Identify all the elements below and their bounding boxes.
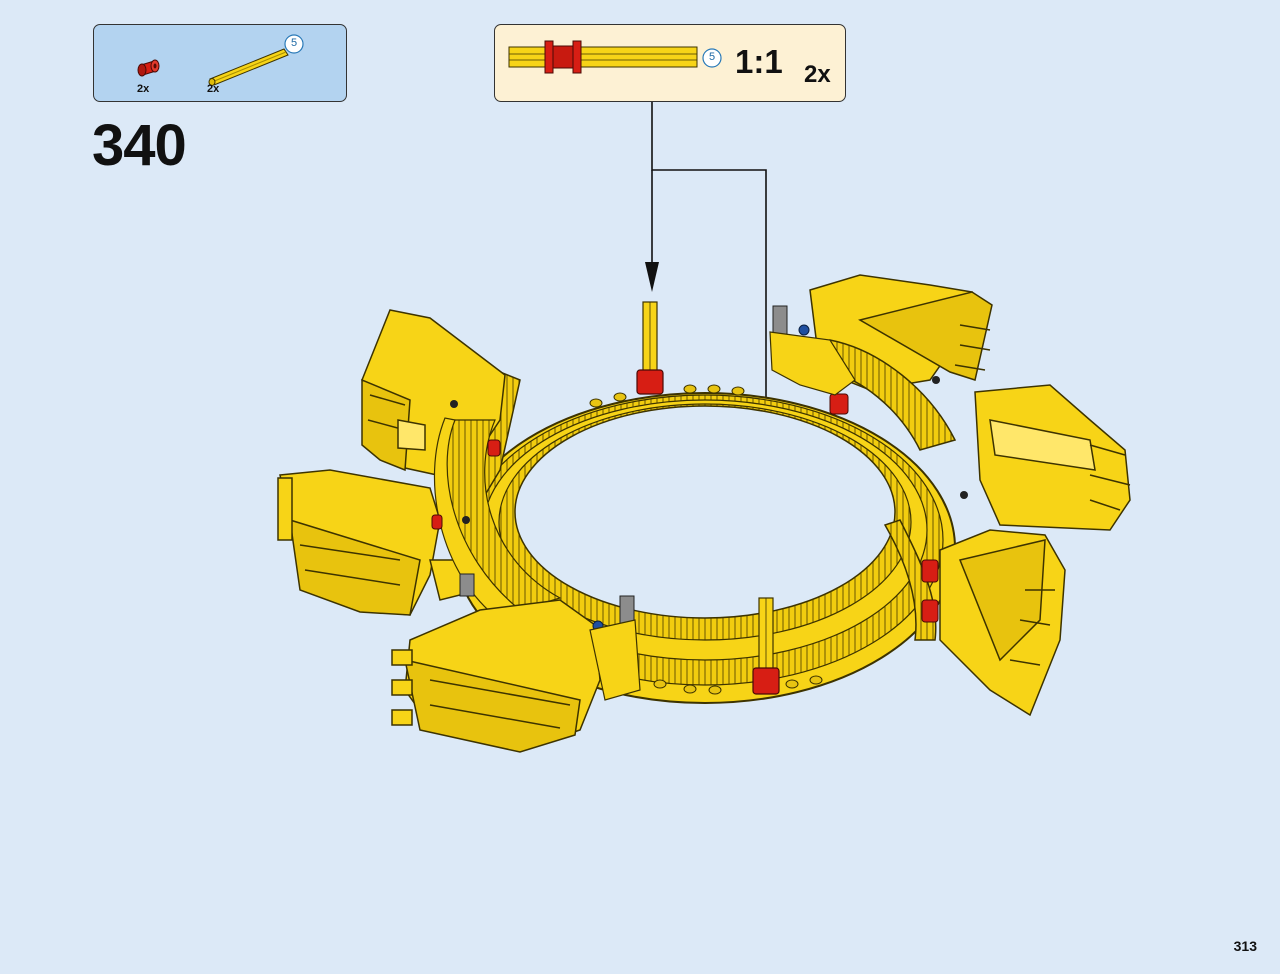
axle-left-inserted: [636, 301, 664, 395]
axle-with-bush-icon: [508, 40, 722, 74]
submodel-callout: 5 1:1 2x: [494, 24, 846, 102]
parts-list-callout: 2x 5 2x: [93, 24, 347, 102]
bucket-upper-right: [809, 274, 993, 451]
red-bush-quantity: 2x: [137, 83, 150, 95]
axle-5-icon: [208, 48, 289, 86]
scale-label: 1:1: [735, 43, 783, 80]
red-connectors: [431, 393, 939, 623]
bucket-front-left: [391, 599, 601, 753]
axle-length-label: 5: [290, 37, 298, 49]
black-pins: [450, 376, 968, 524]
axle-5-quantity: 2x: [207, 83, 220, 95]
connector-beams: [589, 331, 856, 701]
insertion-arrows: [651, 102, 767, 565]
axle-length-circle-icon: [284, 34, 304, 54]
submodel-axle-length: 5: [708, 51, 716, 63]
bucket-lower-left: [277, 469, 481, 616]
page-number: 313: [1233, 938, 1257, 954]
red-bush-icon: [137, 59, 160, 77]
multiplier-label: 2x: [804, 61, 831, 88]
bucket-mid-right: [974, 384, 1131, 531]
step-number: 340: [92, 113, 187, 178]
axle-right-inserted: [752, 597, 780, 695]
